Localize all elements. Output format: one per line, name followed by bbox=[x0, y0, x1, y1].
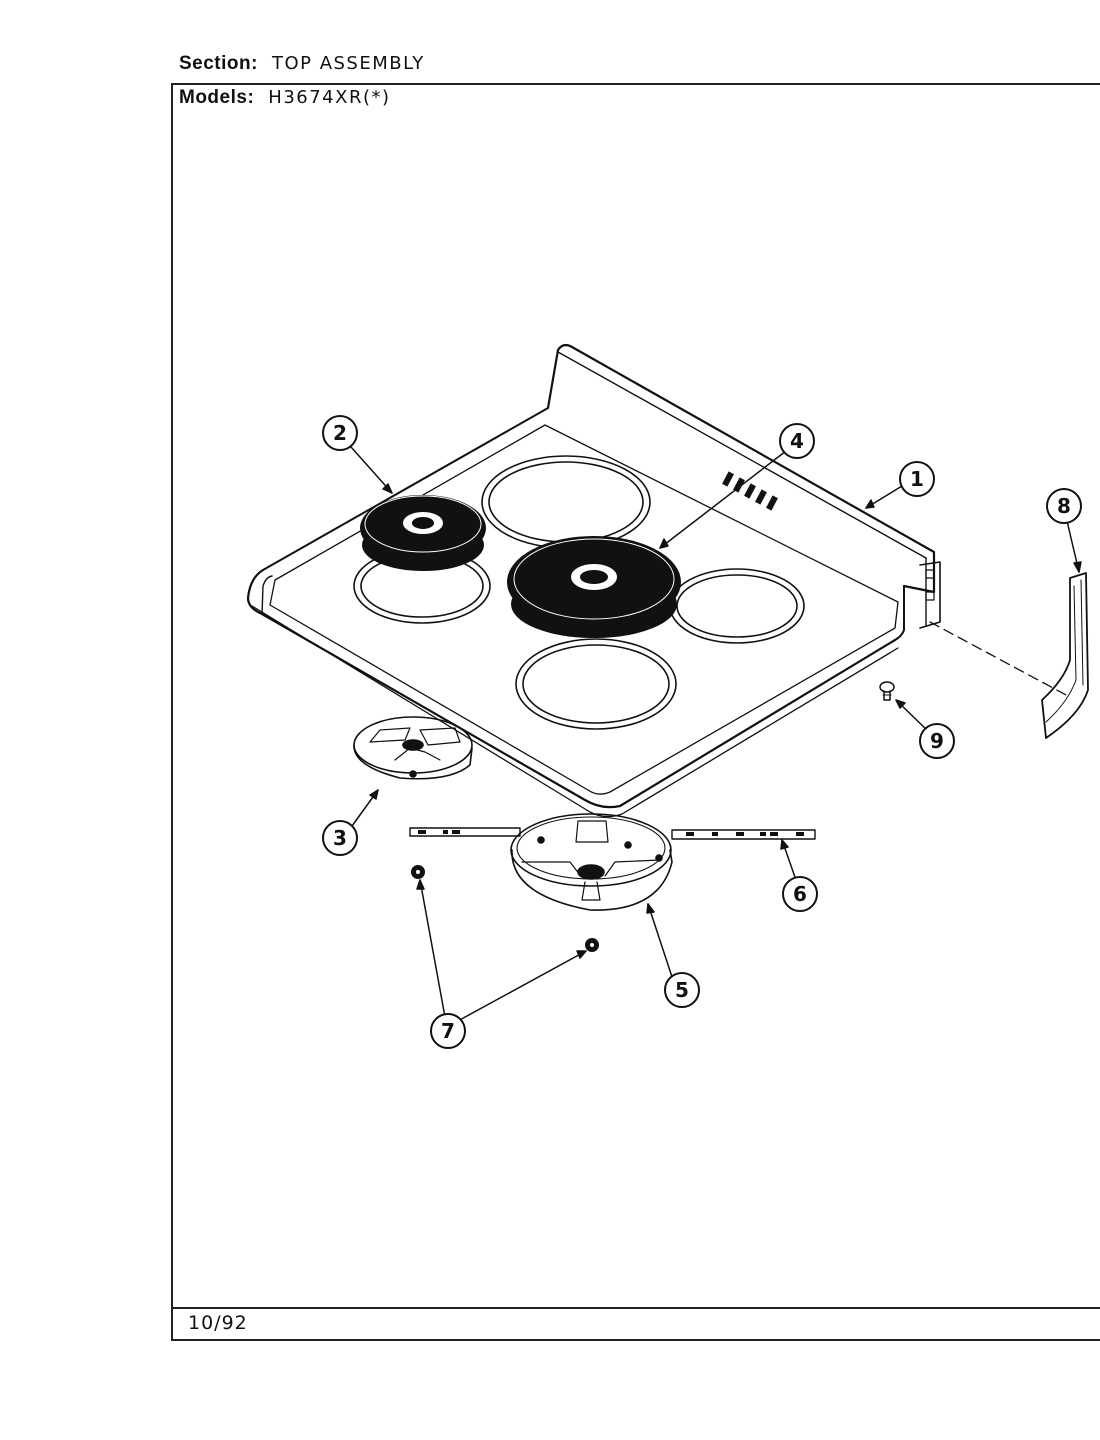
section-value: TOP ASSEMBLY bbox=[271, 53, 425, 74]
assembly-line bbox=[929, 621, 1069, 697]
models-value: H3674XR(*) bbox=[268, 87, 391, 108]
section-label: Section: bbox=[179, 53, 258, 74]
callout-4: 4 bbox=[779, 423, 815, 459]
large-surface-element bbox=[507, 536, 681, 638]
callout-5: 5 bbox=[664, 972, 700, 1008]
callout-7: 7 bbox=[430, 1013, 466, 1049]
callout-1-text: 1 bbox=[910, 467, 924, 491]
callout-3-text: 3 bbox=[333, 826, 347, 850]
callout-8-text: 8 bbox=[1057, 494, 1071, 518]
nuts bbox=[411, 865, 599, 952]
callout-7-text: 7 bbox=[441, 1019, 455, 1043]
side-trim bbox=[1041, 572, 1089, 739]
section-header: Section: TOP ASSEMBLY bbox=[179, 53, 425, 75]
callout-6: 6 bbox=[782, 876, 818, 912]
models-header: Models: H3674XR(*) bbox=[179, 87, 391, 109]
small-drip-bowl bbox=[353, 716, 473, 780]
vent-slots bbox=[722, 471, 778, 511]
diagram-frame bbox=[171, 83, 1100, 1341]
callout-3: 3 bbox=[322, 820, 358, 856]
callout-9: 9 bbox=[919, 723, 955, 759]
callout-4-text: 4 bbox=[790, 429, 804, 453]
callout-9-text: 9 bbox=[930, 729, 944, 753]
cooktop-panel bbox=[246, 343, 941, 818]
callout-6-text: 6 bbox=[793, 882, 807, 906]
leader-lines bbox=[350, 446, 1082, 1023]
callout-2: 2 bbox=[322, 415, 358, 451]
callout-2-text: 2 bbox=[333, 421, 347, 445]
small-surface-element bbox=[360, 495, 486, 571]
mounting-bar bbox=[409, 827, 816, 840]
callout-1: 1 bbox=[899, 461, 935, 497]
footer-divider bbox=[171, 1307, 1100, 1309]
callout-5-text: 5 bbox=[675, 978, 689, 1002]
footer-date: 10/92 bbox=[188, 1312, 248, 1334]
callouts: 1 2 3 4 5 6 7 8 bbox=[322, 415, 1082, 1049]
large-drip-bowl bbox=[510, 813, 673, 911]
burner-openings bbox=[353, 455, 805, 730]
screw bbox=[879, 681, 895, 701]
models-label: Models: bbox=[179, 87, 255, 108]
callout-8: 8 bbox=[1046, 488, 1082, 524]
